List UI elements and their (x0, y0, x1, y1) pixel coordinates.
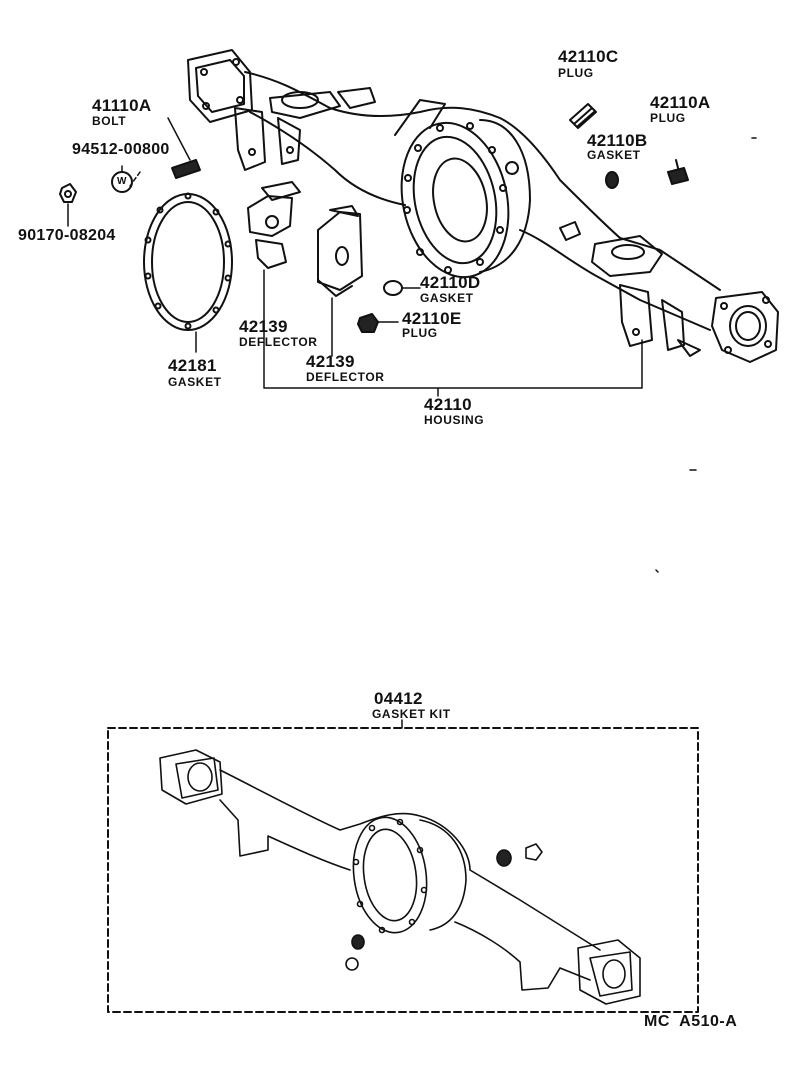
nut-90170-drawing (59, 183, 77, 227)
part-name-plug-c: PLUG (558, 66, 594, 80)
part-name-housing: HOUSING (424, 413, 485, 427)
part-name-gasket-cover: GASKET (168, 375, 222, 389)
part-number-41110a: 41110A (92, 96, 152, 115)
part-number-42139-b: 42139 (306, 352, 355, 371)
part-name-plug-a: PLUG (650, 111, 686, 125)
part-name-gasket-d: GASKET (420, 291, 474, 305)
part-number-42110d: 42110D (420, 273, 481, 292)
part-number-42110e: 42110E (402, 309, 462, 328)
deflector-1-drawing (247, 181, 301, 321)
plug-42110c-drawing (569, 103, 597, 129)
part-number-94512-00800: 94512-00800 (72, 141, 170, 158)
gasket-42110d-drawing (383, 280, 421, 296)
washer-94512-drawing (111, 165, 133, 193)
part-number-42110b: 42110B (587, 131, 648, 150)
gasket-42110b-drawing (605, 171, 619, 189)
deflector-2-drawing (317, 205, 363, 357)
axle-housing-drawing (187, 49, 779, 363)
plug-42110e-drawing (357, 313, 399, 333)
part-number-42181: 42181 (168, 356, 217, 375)
part-name-gasket-kit: GASKET KIT (372, 707, 451, 721)
gasket-42181-drawing (129, 171, 233, 353)
bolt-41110a-drawing (167, 117, 201, 179)
part-number-42110: 42110 (424, 395, 472, 414)
washer-symbol: W (117, 176, 128, 187)
part-number-04412: 04412 (374, 689, 423, 708)
part-number-90170-08204: 90170-08204 (18, 227, 116, 244)
part-number-42139-a: 42139 (239, 317, 288, 336)
part-name-bolt: BOLT (92, 114, 127, 128)
part-number-42110a: 42110A (650, 93, 711, 112)
part-name-deflector-b: DEFLECTOR (306, 370, 385, 384)
diagram-code: MC A510-A (644, 1013, 738, 1030)
part-number-42110c: 42110C (558, 47, 619, 66)
housing-bracket-lines (263, 319, 643, 397)
plug-42110a-drawing (667, 159, 689, 185)
gasket-kit-frame (107, 727, 699, 1013)
part-name-plug-e: PLUG (402, 326, 438, 340)
part-name-deflector-a: DEFLECTOR (239, 335, 318, 349)
gasket-kit-housing-drawing (159, 749, 641, 1005)
part-name-gasket-b: GASKET (587, 148, 641, 162)
